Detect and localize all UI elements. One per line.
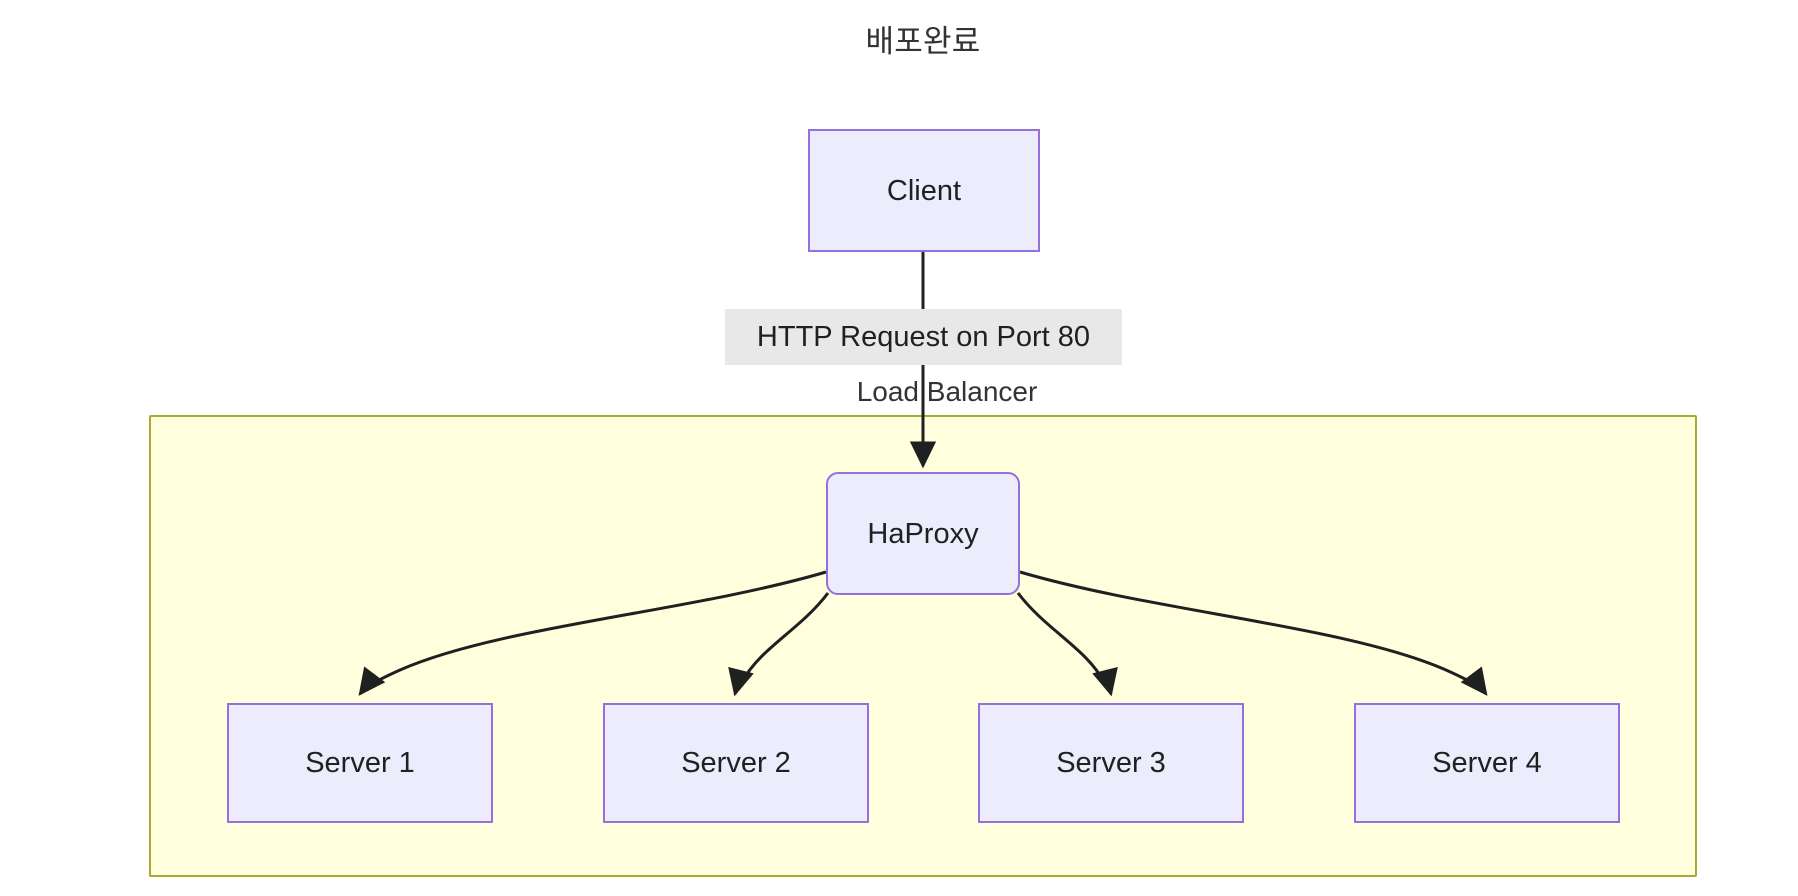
edge-label-http-request: HTTP Request on Port 80 bbox=[725, 309, 1122, 365]
node-client[interactable]: Client bbox=[808, 129, 1040, 252]
node-server-4[interactable]: Server 4 bbox=[1354, 703, 1620, 823]
node-server-1[interactable]: Server 1 bbox=[227, 703, 493, 823]
node-server-2-label: Server 2 bbox=[681, 747, 791, 779]
node-haproxy[interactable]: HaProxy bbox=[826, 472, 1020, 595]
node-server-3[interactable]: Server 3 bbox=[978, 703, 1244, 823]
node-server-4-label: Server 4 bbox=[1432, 747, 1542, 779]
edge-label-http-request-text: HTTP Request on Port 80 bbox=[756, 321, 1091, 353]
node-haproxy-label: HaProxy bbox=[867, 517, 979, 550]
node-server-1-label: Server 1 bbox=[305, 747, 415, 779]
node-client-label: Client bbox=[886, 174, 962, 207]
cluster-label-load-balancer: Load Balancer bbox=[856, 376, 1038, 407]
node-server-3-label: Server 3 bbox=[1056, 747, 1166, 779]
page-title: 배포완료 bbox=[0, 22, 1798, 62]
node-server-2[interactable]: Server 2 bbox=[603, 703, 869, 823]
page-title-text: 배포완료 bbox=[865, 24, 981, 59]
